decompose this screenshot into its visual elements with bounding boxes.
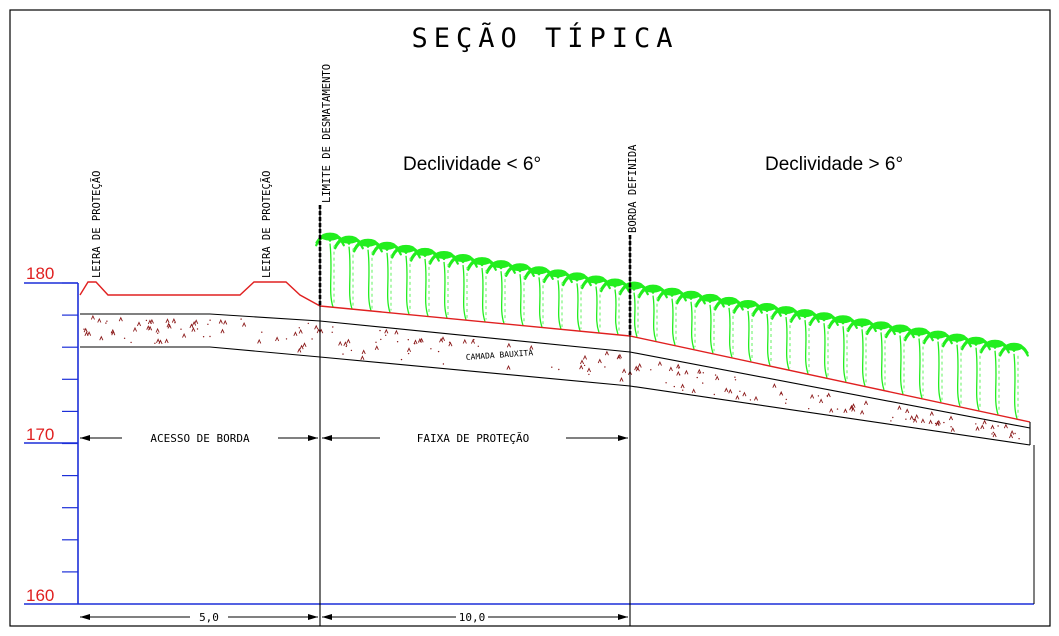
palm-tree [448,254,478,321]
palm-tree [752,303,782,366]
palm-tree [828,315,858,383]
palm-tree [923,330,953,403]
label-borda: BORDA DEFINIDA [627,144,639,233]
arrow-icon [322,614,332,620]
drawing-title: SEÇÃO TÍPICA [411,22,678,54]
palm-tree [980,339,1010,415]
palm-tree [486,260,516,324]
elev-label-180: 180 [26,264,54,283]
palm-tree [372,241,402,313]
palm-tree [657,287,687,346]
palm-tree [391,244,421,315]
layer-label: CAMADA BAUXITA [466,348,534,362]
palm-tree [885,324,915,395]
arrow-icon [308,435,318,441]
palm-tree [467,257,497,322]
slope-label-left: Declividade < 6° [403,154,541,175]
palm-tree [334,235,364,310]
palm-tree [600,278,630,335]
elev-label-170: 170 [26,425,54,444]
arrow-icon [80,435,90,441]
palm-tree [866,321,896,391]
elevation-axis: 180 170 160 [24,264,1034,605]
palm-tree [714,296,744,358]
dim-acesso-value: 5,0 [199,611,219,624]
palm-tree [676,290,706,350]
bauxite-speckles [83,314,1020,440]
palm-tree [942,333,972,407]
terrain [79,281,1031,446]
arrow-icon [322,435,332,441]
palm-tree [562,272,592,332]
palm-tree [638,284,668,342]
arrow-icon [308,614,318,620]
palm-tree [353,238,383,311]
palm-tree [524,266,554,328]
dim-faixa-value: 10,0 [459,611,486,624]
palm-tree [505,263,535,326]
slope-label-right: Declividade > 6° [765,154,903,175]
arrow-icon [80,614,90,620]
palm-tree [999,342,1029,419]
palm-tree [543,269,573,330]
palm-tree [809,312,839,378]
label-limite: LIMITE DE DESMATAMENTO [321,64,333,203]
palm-tree [904,327,934,399]
palm-tree [771,306,801,370]
label-leira-1: LEIRA DE PROTEÇÃO [90,171,103,278]
zone-row: ACESSO DE BORDA FAIXA DE PROTEÇÃO [80,432,628,445]
dimension-row: 5,0 10,0 [80,611,628,624]
palm-tree [733,299,763,362]
arrow-icon [618,435,628,441]
drawing-frame [9,9,1051,627]
zone-label-acesso: ACESSO DE BORDA [150,432,250,445]
arrow-icon [618,614,628,620]
palm-tree [315,232,345,308]
palm-tree [790,309,820,374]
palm-tree [581,275,611,333]
zone-label-faixa: FAIXA DE PROTEÇÃO [417,432,530,445]
elev-label-160: 160 [26,586,54,605]
road-surface [79,281,321,307]
palm-tree [429,250,459,319]
axis-ticks [62,282,78,573]
palm-trees [315,232,1029,419]
palm-tree [847,318,877,387]
bauxite-bottom [80,346,1031,446]
palm-tree [410,247,440,317]
forest-ground [319,305,1031,423]
palm-tree [695,293,725,354]
label-leira-2: LEIRA DE PROTEÇÃO [260,171,273,278]
palm-tree [961,336,991,411]
